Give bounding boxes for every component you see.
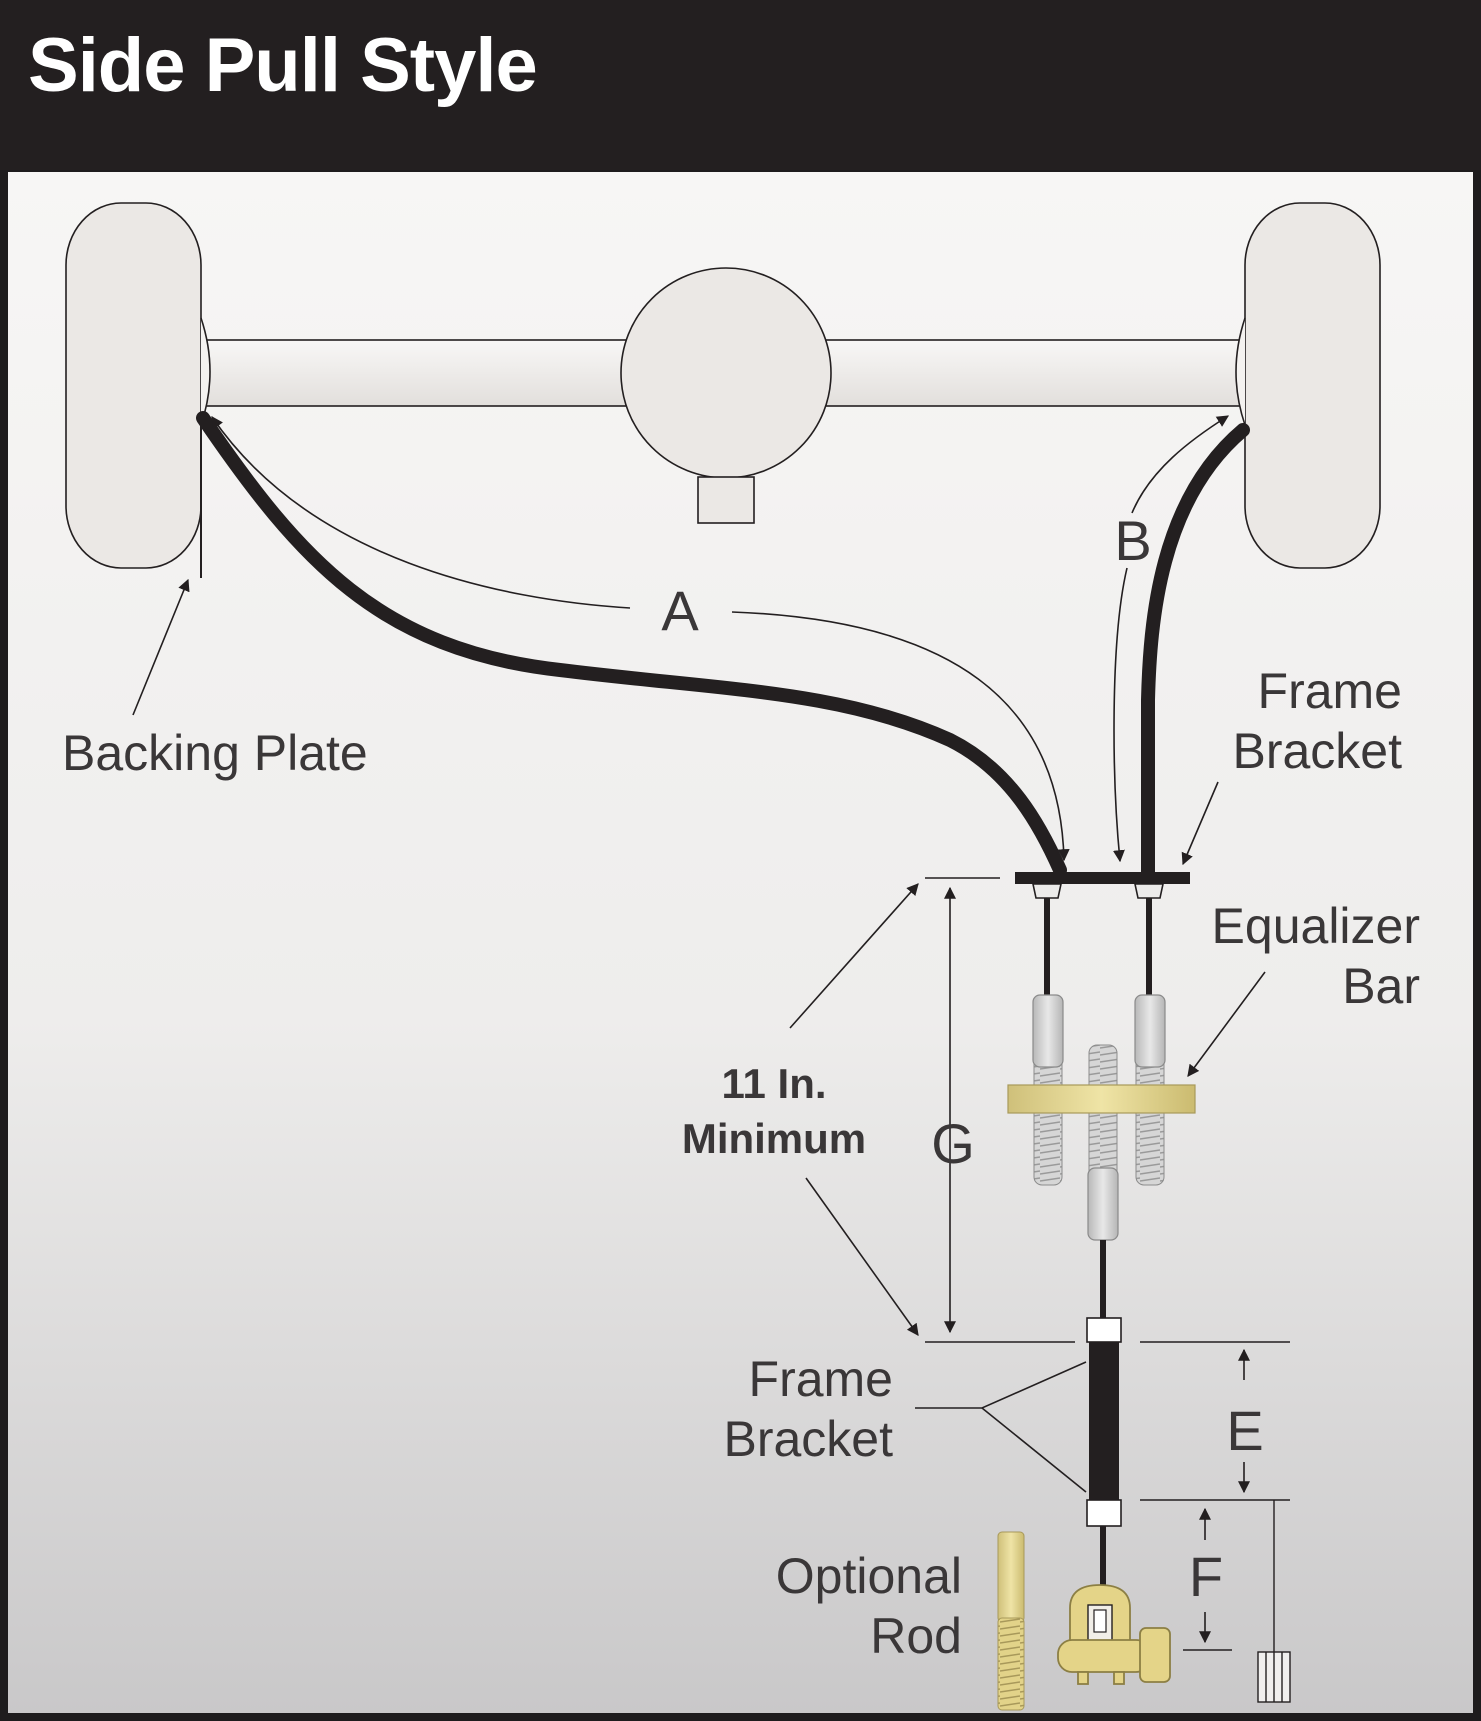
- cable-sleeve-right: [1134, 994, 1166, 1068]
- page-title: Side Pull Style: [28, 23, 538, 108]
- dimension-b-arrow: [1131, 415, 1230, 514]
- label-g: G: [931, 1112, 975, 1175]
- left-wheel: [65, 202, 211, 569]
- cable-b: [1141, 423, 1250, 879]
- cable-sleeve-center: [1087, 1167, 1119, 1241]
- label-frame-bracket-top-2: Bracket: [1232, 723, 1402, 779]
- cable-fitting-right: [1134, 883, 1164, 899]
- label-frame-bracket-top-1: Frame: [1258, 663, 1402, 719]
- cable-fitting-bottom: [1086, 1499, 1122, 1527]
- dimension-b-arrow: [1112, 567, 1128, 863]
- frame-bracket-bottom: [1089, 1342, 1119, 1500]
- handle-icon: [1257, 1651, 1291, 1703]
- cable-sleeve-left: [1032, 994, 1064, 1068]
- label-minimum-1: 11 In.: [721, 1060, 826, 1107]
- threaded-rod-center: [1088, 1044, 1118, 1186]
- pinion-housing: [697, 476, 755, 524]
- frame-bracket-top: [1015, 872, 1190, 884]
- label-equalizer-2: Bar: [1342, 958, 1420, 1014]
- minimum-arrow-bottom: [805, 1177, 919, 1336]
- equalizer-bar: [1007, 1084, 1196, 1114]
- frame-bracket-bottom-leader: [981, 1407, 1087, 1493]
- label-minimum-2: Minimum: [682, 1115, 866, 1162]
- backing-plate-arrow: [132, 578, 190, 716]
- clevis-hardware: [1057, 1584, 1171, 1685]
- threaded-rod-left: [1033, 1054, 1063, 1186]
- threaded-rod-right: [1135, 1054, 1165, 1186]
- equalizer-bar-arrow: [1187, 971, 1266, 1077]
- label-e: E: [1226, 1399, 1263, 1462]
- optional-rod: [997, 1531, 1025, 1711]
- label-equalizer-1: Equalizer: [1212, 898, 1420, 954]
- label-optional-rod-1: Optional: [776, 1548, 962, 1604]
- minimum-arrow-top: [789, 883, 919, 1029]
- label-frame-bracket-bottom-1: Frame: [749, 1351, 893, 1407]
- label-optional-rod-2: Rod: [870, 1608, 962, 1664]
- label-a: A: [661, 579, 699, 642]
- header-bar: Side Pull Style: [0, 0, 1481, 170]
- right-wheel: [1235, 202, 1381, 569]
- differential-housing: [620, 267, 832, 479]
- frame-bracket-top-arrow: [1181, 781, 1219, 866]
- label-f: F: [1189, 1545, 1223, 1608]
- label-backing-plate: Backing Plate: [62, 725, 368, 781]
- cable-fitting-left: [1032, 883, 1062, 899]
- label-b: B: [1114, 509, 1151, 572]
- cable-a: [196, 411, 1067, 877]
- dimension-a-arrow: [731, 611, 1070, 862]
- dimension-a-arrow: [211, 416, 631, 609]
- label-frame-bracket-bottom-2: Bracket: [723, 1411, 893, 1467]
- cable-fitting-top: [1086, 1317, 1122, 1343]
